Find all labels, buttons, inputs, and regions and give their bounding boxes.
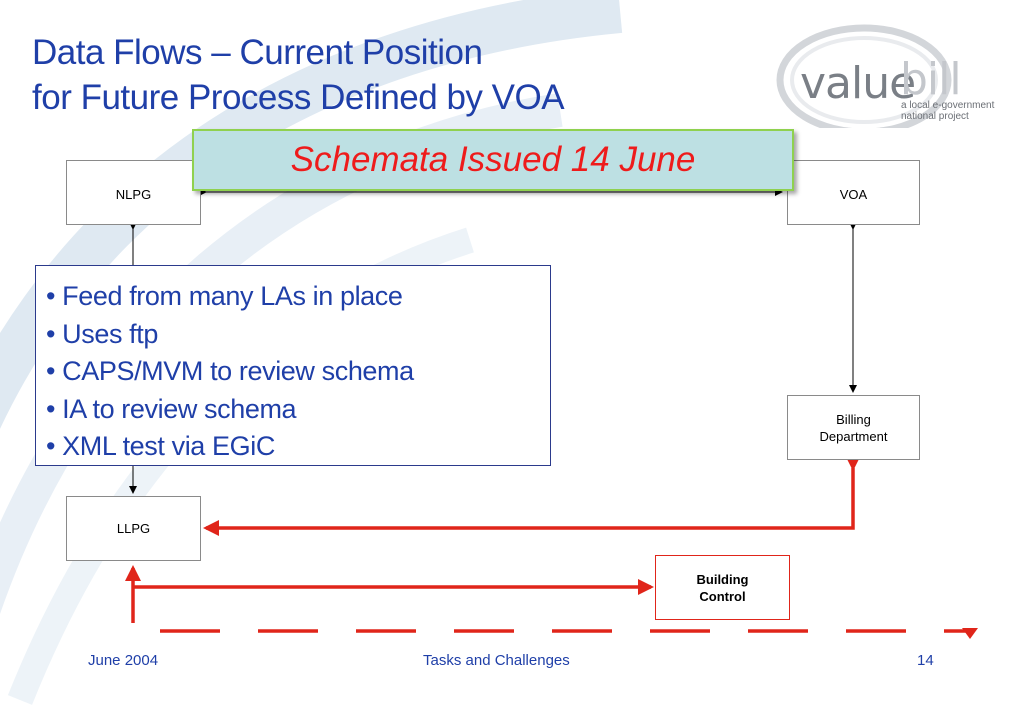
page-number: 14	[917, 652, 934, 669]
slide-title: Data Flows – Current Position for Future…	[32, 30, 565, 120]
footer-title: Tasks and Challenges	[423, 652, 570, 669]
schemata-banner: Schemata Issued 14 June	[192, 129, 794, 191]
voa-box: VOA	[787, 160, 920, 225]
llpg-box: LLPG	[66, 496, 201, 561]
billing-department-box: Billing Department	[787, 395, 920, 460]
logo-word-value: value	[800, 58, 916, 109]
schemata-banner-text: Schemata Issued 14 June	[290, 140, 696, 179]
bullet-list-box: Feed from many LAs in place Uses ftp CAP…	[35, 265, 551, 466]
logo-tagline-line-2: national project	[901, 111, 969, 122]
building-control-box: Building Control	[655, 555, 790, 620]
voa-label: VOA	[839, 187, 868, 202]
bullet-item: Uses ftp	[46, 316, 550, 354]
title-line-2: for Future Process Defined by VOA	[32, 78, 565, 117]
title-line-1: Data Flows – Current Position	[32, 33, 483, 72]
logo-ring-icon	[776, 24, 952, 128]
logo-tagline: a local e-government national project	[901, 100, 994, 122]
building-control-label: Building Control	[696, 571, 749, 604]
bullet-item: IA to review schema	[46, 391, 550, 429]
valuebill-logo: value bill a local e-government national…	[770, 18, 1000, 128]
bullet-item: CAPS/MVM to review schema	[46, 353, 550, 391]
footer-date: June 2004	[88, 652, 159, 669]
nlpg-label: NLPG	[115, 187, 152, 202]
bullet-item: Feed from many LAs in place	[46, 278, 550, 316]
bullet-list: Feed from many LAs in place Uses ftp CAP…	[46, 278, 550, 466]
logo-tagline-line-1: a local e-government	[901, 100, 995, 111]
llpg-label: LLPG	[116, 521, 151, 536]
nlpg-box: NLPG	[66, 160, 201, 225]
bullet-item: XML test via EGiC	[46, 428, 550, 466]
billing-department-label: Billing Department	[819, 411, 888, 444]
logo-word-bill: bill	[900, 54, 962, 105]
